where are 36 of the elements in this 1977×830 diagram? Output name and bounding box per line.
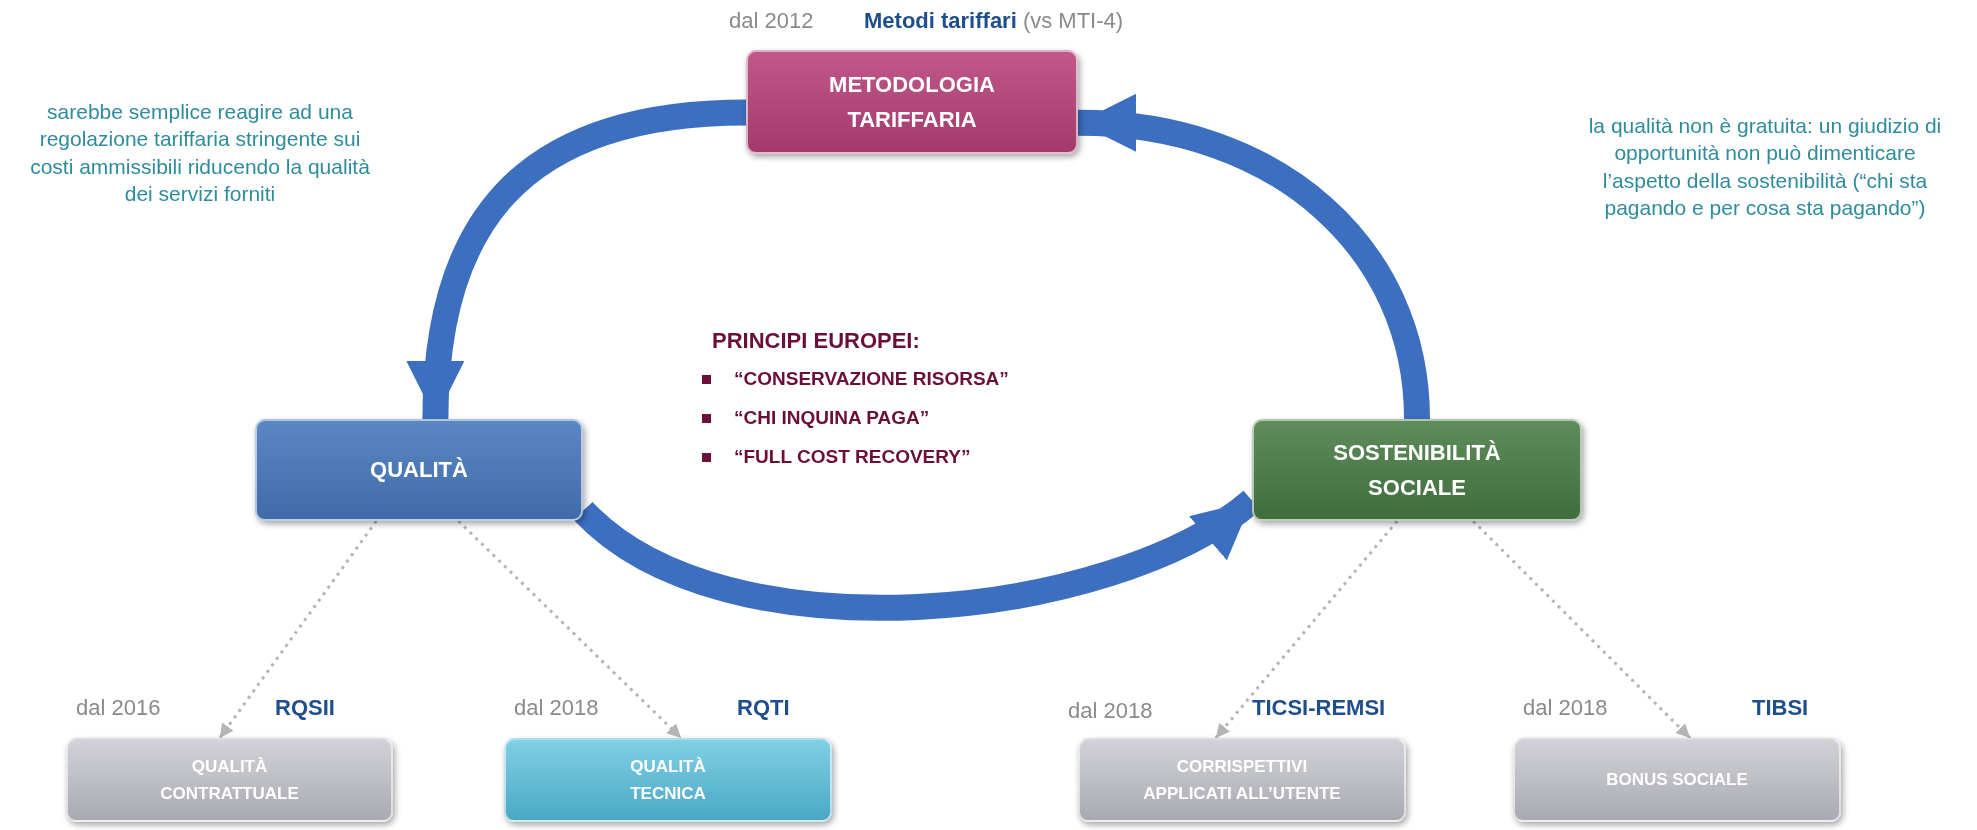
date-label: dal 2018 — [1523, 695, 1608, 721]
dotted-arrow — [218, 520, 378, 739]
curved-arrow — [1077, 96, 1430, 420]
bullet-item: “CONSERVAZIONE RISORSA” — [700, 368, 1009, 390]
process-box — [1078, 738, 1406, 822]
date-label: dal 2016 — [76, 695, 161, 721]
bullet-item: “FULL COST RECOVERY” — [700, 446, 971, 468]
dotted-arrow — [1214, 520, 1399, 739]
box-label: METODOLOGIA TARIFFARIA — [828, 70, 996, 134]
process-box — [66, 738, 393, 822]
code-label: Metodi tariffari (vs MTI-4) — [864, 8, 1124, 34]
note-text: la qualità non è gratuita: un giudizio di opportunità non può dimenticare l’aspetto della sostenibilità (“chi sta pagando e per cosa sta pagando”) — [1587, 113, 1943, 221]
dotted-arrow — [457, 519, 683, 740]
process-box — [1252, 419, 1582, 521]
date-label: dal 2018 — [1068, 698, 1153, 724]
box-label: BONUS SOCIALE — [1606, 769, 1748, 792]
dotted-arrow — [1472, 519, 1692, 740]
process-box — [746, 50, 1078, 154]
code-label: TIBSI — [1752, 695, 1809, 721]
box-label: QUALITÀ — [370, 456, 468, 485]
date-label: dal 2012 — [729, 8, 814, 34]
bullet-item: “CHI INQUINA PAGA” — [700, 407, 930, 429]
box-label: QUALITÀ TECNICA — [629, 755, 707, 805]
curved-arrow — [408, 99, 747, 420]
note-text: sarebbe semplice reagire ad una regolazione tariffaria stringente sui costi ammissibili riducendo la qualità dei servizi forniti — [29, 99, 371, 207]
date-label: dal 2018 — [514, 695, 599, 721]
box-label: SOSTENIBILITÀ SOCIALE — [1332, 438, 1502, 502]
box-label: QUALITÀ CONTRATTUALE — [159, 755, 300, 805]
box-label: CORRISPETTIVI APPLICATI ALL’UTENTE — [1142, 755, 1342, 805]
code-label: RQTI — [737, 695, 790, 721]
heading: PRINCIPI EUROPEI: — [712, 328, 920, 354]
process-box — [504, 738, 832, 822]
process-box — [1513, 738, 1841, 822]
code-label: TICSI-REMSI — [1252, 695, 1386, 721]
process-box — [255, 419, 583, 521]
code-label: RQSII — [275, 695, 335, 721]
